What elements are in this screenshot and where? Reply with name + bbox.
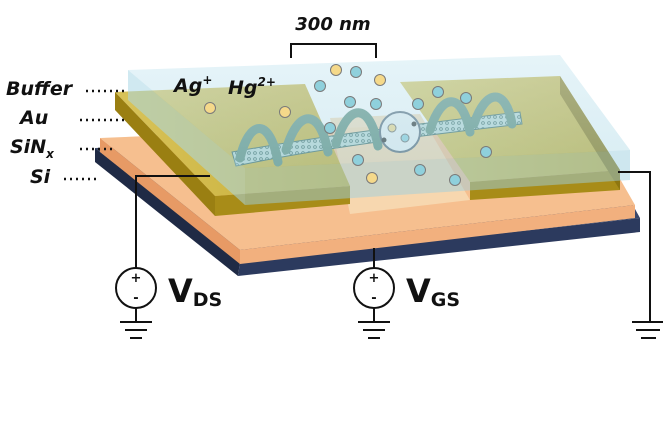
ground-symbol-right: [632, 321, 663, 339]
ion-labels: Ag+ Hg2+: [172, 73, 276, 99]
buffer-layer: [128, 55, 630, 205]
layer-label-sinx: SiNx: [10, 136, 55, 161]
layer-labels: Buffer Au SiNx Si: [6, 78, 128, 188]
ground-symbol-left: [120, 321, 152, 339]
scale-bar: 300 nm: [290, 14, 377, 58]
vds-label: VDS: [168, 272, 222, 311]
vgs-label: VGS: [406, 272, 460, 311]
layer-label-au: Au: [18, 107, 48, 129]
layer-label-buffer: Buffer: [6, 78, 74, 100]
vds-minus: -: [133, 291, 138, 306]
vgs-plus: +: [369, 271, 380, 286]
ion-particles: [204, 64, 492, 186]
vds-plus: +: [131, 271, 142, 286]
scale-bar-label: 300 nm: [295, 14, 370, 35]
vds-source: + - VDS: [115, 267, 222, 311]
vgs-source: + - VGS: [353, 267, 460, 311]
vgs-minus: -: [371, 291, 376, 306]
ion-label-ag: Ag+: [172, 73, 212, 97]
ground-symbol-center: [358, 321, 390, 339]
layer-label-si: Si: [30, 166, 51, 188]
ion-label-hg: Hg2+: [228, 75, 276, 99]
circuit-wires: [135, 171, 651, 322]
